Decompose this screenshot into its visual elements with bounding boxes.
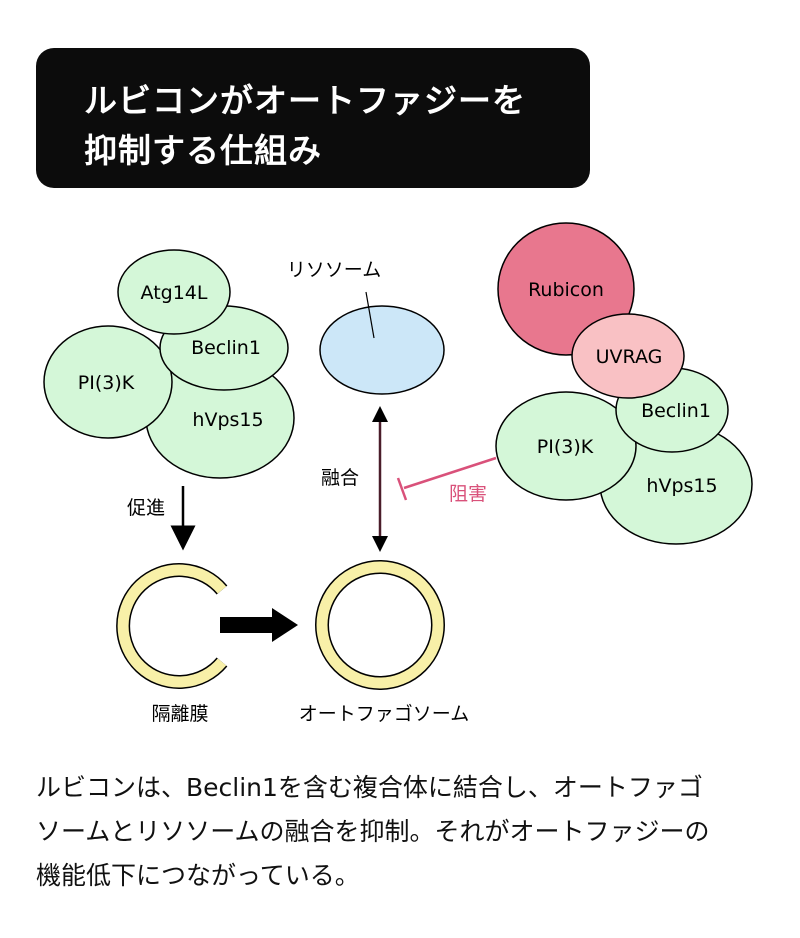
left-atg14l-circle bbox=[117, 249, 231, 335]
lysosome bbox=[319, 305, 445, 395]
promote-label: 促進 bbox=[127, 497, 165, 519]
left-pi3k-circle bbox=[43, 325, 173, 439]
lysosome-pointer bbox=[365, 291, 375, 339]
autophagosome-label: オートファゴソーム bbox=[299, 703, 469, 725]
right-pi3k-label: PI(3)K bbox=[537, 436, 594, 458]
left-beclin1-label: Beclin1 bbox=[191, 337, 261, 359]
autophagosome bbox=[315, 560, 445, 690]
right-beclin1-label: Beclin1 bbox=[641, 400, 711, 422]
left-complex: Atg14L Beclin1 PI(3)K hVps15 bbox=[43, 249, 295, 479]
inhibit-line bbox=[396, 456, 497, 501]
title-line-1: ルビコンがオートファジーを bbox=[84, 81, 526, 120]
isolation-membrane bbox=[116, 563, 228, 689]
autophagy-diagram: Atg14L Beclin1 PI(3)K hVps15 促進 隔離膜 オートフ… bbox=[43, 222, 753, 725]
uvrag-circle bbox=[571, 313, 685, 399]
isolation-membrane-label: 隔離膜 bbox=[151, 703, 208, 725]
right-hvps15-label: hVps15 bbox=[646, 475, 717, 497]
inhibit-label: 阻害 bbox=[449, 483, 487, 505]
lysosome-label: リソソーム bbox=[287, 259, 381, 281]
caption: ルビコンは、Beclin1を含む複合体に結合し、オートファゴ ソームとリソソーム… bbox=[36, 766, 776, 898]
left-hvps15-label: hVps15 bbox=[192, 409, 263, 431]
left-atg14l-label: Atg14L bbox=[141, 282, 208, 304]
fusion-label: 融合 bbox=[321, 467, 359, 489]
right-complex: Rubicon UVRAG Beclin1 PI(3)K hVps15 bbox=[495, 222, 753, 545]
title-line-2: 抑制する仕組み bbox=[84, 131, 322, 170]
uvrag-label: UVRAG bbox=[596, 346, 663, 368]
right-pi3k-circle bbox=[495, 391, 637, 501]
caption-line-3: 機能低下につながっている。 bbox=[36, 861, 360, 890]
rubicon-label: Rubicon bbox=[528, 279, 604, 301]
fusion-arrow bbox=[372, 406, 388, 552]
caption-line-1: ルビコンは、Beclin1を含む複合体に結合し、オートファゴ bbox=[36, 773, 703, 802]
transition-arrow bbox=[220, 608, 298, 642]
caption-line-2: ソームとリソソームの融合を抑制。それがオートファジーの bbox=[36, 817, 710, 846]
left-pi3k-label: PI(3)K bbox=[78, 372, 135, 394]
title-box: ルビコンがオートファジーを 抑制する仕組み bbox=[36, 48, 590, 188]
